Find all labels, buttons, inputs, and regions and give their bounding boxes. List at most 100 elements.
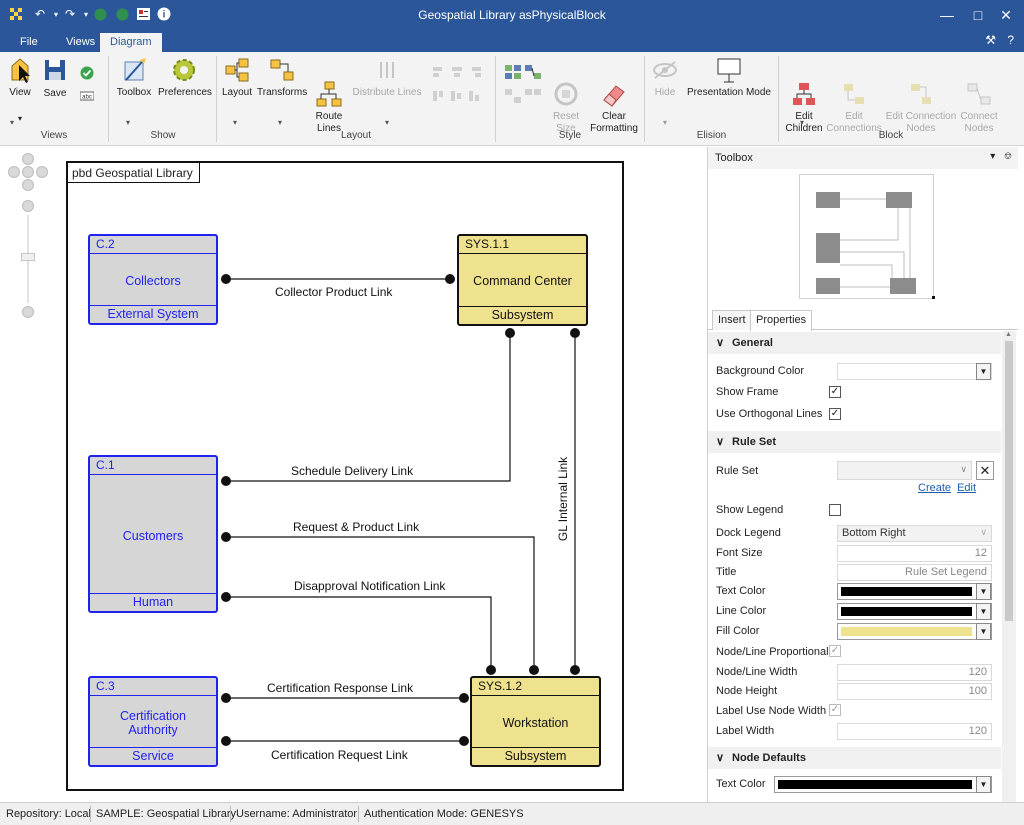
dock-legend-select[interactable]: Bottom Right∨ — [837, 525, 992, 542]
align-left-icon[interactable] — [432, 66, 446, 78]
refresh-icon[interactable] — [114, 6, 130, 22]
label-width-field[interactable]: 120 — [837, 723, 992, 740]
align-bottom-icon[interactable] — [468, 90, 482, 102]
hide-button[interactable]: Hide — [650, 56, 680, 99]
pan-right-icon[interactable] — [36, 166, 48, 178]
dropdown-arrow-icon[interactable]: ▼ — [976, 363, 991, 380]
distribute-lines-button[interactable]: Distribute Lines — [352, 56, 422, 99]
port-dot[interactable] — [221, 693, 231, 703]
help-icon[interactable]: i — [156, 6, 172, 22]
node-text-color-picker[interactable]: ▼ — [774, 776, 992, 793]
tools-icon[interactable]: ⚒ — [985, 33, 996, 47]
tab-insert[interactable]: Insert — [712, 310, 752, 330]
close-icon[interactable]: ✕ — [1000, 7, 1012, 23]
line-style-icon[interactable] — [524, 64, 542, 80]
redo-dropdown-icon[interactable]: ▾ — [83, 9, 88, 19]
background-color-field[interactable]: ▼ — [837, 363, 992, 380]
minimap[interactable] — [799, 174, 935, 299]
view-button[interactable]: View ▾ — [6, 56, 34, 125]
maximize-icon[interactable]: □ — [973, 7, 983, 23]
pan-left-icon[interactable] — [8, 166, 20, 178]
show-legend-checkbox[interactable] — [829, 504, 841, 516]
reset-size-button[interactable]: Reset Size — [550, 56, 582, 147]
abc-icon[interactable]: abc — [79, 90, 95, 102]
undo-dropdown-icon[interactable]: ▾ — [53, 9, 58, 19]
node-customers[interactable]: C.1 Customers Human — [88, 455, 218, 613]
help-question-icon[interactable]: ? — [1007, 33, 1014, 47]
sync-icon[interactable] — [92, 6, 108, 22]
distribute-dropdown-icon[interactable]: ▾ — [385, 118, 390, 127]
hide-dropdown-icon[interactable]: ▾ — [663, 118, 668, 127]
check-icon[interactable] — [80, 66, 94, 80]
align-middle-icon[interactable] — [450, 90, 464, 102]
text-color-picker[interactable]: ▼ — [837, 583, 992, 600]
node-command-center[interactable]: SYS.1.1 Command Center Subsystem — [457, 234, 588, 326]
create-link[interactable]: Create — [918, 482, 952, 494]
port-dot[interactable] — [529, 665, 539, 675]
title-field[interactable]: Rule Set Legend — [837, 564, 992, 581]
request-product-line[interactable] — [226, 536, 535, 670]
orthogonal-lines-checkbox[interactable]: ✓ — [829, 408, 841, 420]
minimize-icon[interactable]: — — [940, 7, 954, 23]
edit-children-dropdown-icon[interactable]: ▾ — [800, 118, 805, 127]
redo-icon[interactable]: ↷ — [64, 7, 76, 21]
port-dot[interactable] — [221, 274, 231, 284]
toolbox-button[interactable]: Toolbox — [114, 56, 154, 99]
port-dot[interactable] — [459, 736, 469, 746]
save-button[interactable]: Save — [40, 56, 70, 100]
rule-set-select[interactable]: ∨ — [837, 461, 972, 480]
port-dot[interactable] — [459, 693, 469, 703]
diagram-canvas[interactable]: pbd Geospatial Library — [0, 147, 706, 802]
dropdown-arrow-icon[interactable]: ▼ — [976, 603, 991, 620]
edit-connection-nodes-button[interactable]: Edit Connection Nodes — [884, 56, 958, 147]
proportional-checkbox[interactable]: ✓ — [829, 645, 841, 657]
pan-down-icon[interactable] — [22, 179, 34, 191]
align-right-icon[interactable] — [468, 66, 482, 78]
report-icon[interactable] — [135, 6, 151, 22]
connect-nodes-button[interactable]: Connect Nodes — [960, 56, 998, 147]
clear-formatting-button[interactable]: Clear Formatting — [588, 56, 640, 147]
transforms-dropdown-icon[interactable]: ▾ — [278, 118, 283, 127]
show-frame-checkbox[interactable]: ✓ — [829, 386, 841, 398]
scroll-up-icon[interactable]: ▲ — [1005, 331, 1012, 338]
pan-up-icon[interactable] — [22, 153, 34, 165]
port-dot[interactable] — [570, 665, 580, 675]
copy-format-icon[interactable] — [524, 88, 542, 104]
port-dot[interactable] — [221, 476, 231, 486]
port-dot[interactable] — [486, 665, 496, 675]
schedule-delivery-line[interactable] — [226, 333, 511, 482]
pin-icon[interactable]: ⎊ — [1004, 151, 1012, 162]
font-size-field[interactable]: 12 — [837, 545, 992, 562]
dropdown-arrow-icon[interactable]: ▼ — [976, 623, 991, 640]
port-dot[interactable] — [221, 532, 231, 542]
dropdown-arrow-icon[interactable]: ▼ — [976, 776, 991, 793]
route-lines-button[interactable]: Route Lines — [313, 56, 345, 147]
preferences-button[interactable]: Preferences — [158, 56, 212, 99]
label-use-node-width-checkbox[interactable]: ✓ — [829, 704, 841, 716]
port-dot[interactable] — [570, 328, 580, 338]
pan-center-icon[interactable] — [22, 166, 34, 178]
properties-scrollbar[interactable]: ▲ — [1002, 331, 1016, 802]
node-line-width-field[interactable]: 120 — [837, 664, 992, 681]
section-node-defaults[interactable]: ∨Node Defaults — [708, 747, 1001, 769]
layout-button[interactable]: Layout — [221, 56, 253, 99]
line-color-picker[interactable]: ▼ — [837, 603, 992, 620]
port-dot[interactable] — [221, 736, 231, 746]
edit-connections-button[interactable]: Edit Connections — [826, 56, 882, 147]
zoom-slider-thumb[interactable] — [21, 253, 35, 261]
node-workstation[interactable]: SYS.1.2 Workstation Subsystem — [470, 676, 601, 767]
panel-menu-icon[interactable]: ▾ — [990, 151, 996, 162]
tab-properties[interactable]: Properties — [750, 310, 813, 331]
transforms-button[interactable]: Transforms — [257, 56, 307, 99]
scrollbar-thumb[interactable] — [1005, 341, 1013, 621]
dropdown-arrow-icon[interactable]: ▼ — [976, 583, 991, 600]
port-dot[interactable] — [505, 328, 515, 338]
disapproval-line[interactable] — [226, 596, 492, 670]
collapse-views-icon[interactable]: ▾ — [10, 118, 15, 127]
section-rule-set[interactable]: ∨Rule Set — [708, 431, 1001, 453]
node-height-field[interactable]: 100 — [837, 683, 992, 700]
view-dropdown-icon[interactable]: ▾ — [17, 114, 22, 123]
port-dot[interactable] — [221, 592, 231, 602]
edit-children-button[interactable]: Edit Children — [784, 56, 824, 147]
port-dot[interactable] — [445, 274, 455, 284]
